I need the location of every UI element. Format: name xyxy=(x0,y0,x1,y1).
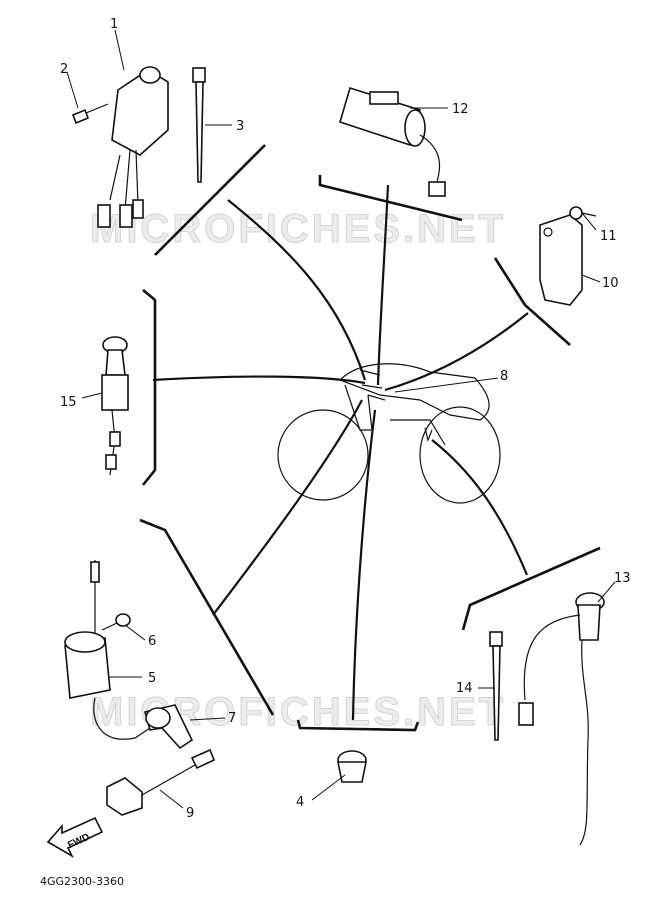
callout-5: 5 xyxy=(148,671,156,686)
callout-11: 11 xyxy=(600,229,617,244)
neutral-switch-part[interactable] xyxy=(337,750,367,783)
callout-14: 14 xyxy=(456,681,473,696)
wire-harness-part[interactable] xyxy=(359,369,433,442)
voltage-regulator-part[interactable] xyxy=(539,214,583,306)
callout-10: 10 xyxy=(602,276,619,291)
watermark-top: MICROFICHES.NET xyxy=(90,207,506,251)
ignition-coil-part[interactable] xyxy=(64,560,151,740)
callout-2: 2 xyxy=(60,62,68,77)
callouts: 1 2 3 4 5 6 7 8 9 10 11 12 13 14 15 xyxy=(60,17,631,821)
ground-lead-part[interactable] xyxy=(106,748,216,816)
callout-6: 6 xyxy=(148,634,156,649)
sensor-lead-part[interactable] xyxy=(518,592,605,846)
brackets xyxy=(139,144,601,732)
callout-7: 7 xyxy=(228,711,236,726)
spark-plug-cap-part[interactable] xyxy=(144,704,194,750)
cable-tie-part[interactable] xyxy=(192,67,206,183)
callout-1: 1 xyxy=(110,17,118,32)
cdi-unit-part[interactable] xyxy=(97,66,169,228)
diagram-code: 4GG2300-3360 xyxy=(40,875,124,888)
callout-4: 4 xyxy=(296,795,304,810)
callout-3: 3 xyxy=(236,119,244,134)
screw-part[interactable] xyxy=(569,206,597,220)
coil-bolt-part[interactable] xyxy=(101,613,131,631)
fwd-arrow-icon: FWD xyxy=(46,816,104,859)
callout-15: 15 xyxy=(60,395,77,410)
callout-13: 13 xyxy=(614,571,631,586)
bolt-part[interactable] xyxy=(71,103,109,125)
leader-lines xyxy=(66,29,616,809)
callout-12: 12 xyxy=(452,102,469,117)
engine-stop-switch-part[interactable] xyxy=(101,336,129,476)
routing-wires xyxy=(152,184,529,721)
callout-9: 9 xyxy=(186,806,194,821)
motorcycle-outline xyxy=(277,363,501,504)
callout-8: 8 xyxy=(500,369,508,384)
capacitor-part[interactable] xyxy=(339,86,446,197)
cable-tie-2-part[interactable] xyxy=(489,631,503,741)
